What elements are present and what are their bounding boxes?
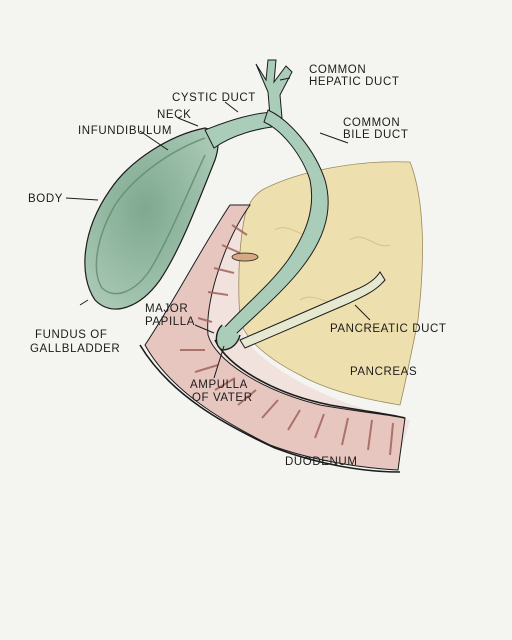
pancreas-texture	[274, 227, 396, 333]
duodenum-inner-wall	[214, 339, 406, 419]
label-duodenum: DUODENUM	[285, 456, 358, 468]
gallbladder-wall	[95, 137, 206, 295]
label-pancreas: PANCREAS	[350, 366, 417, 378]
label-neck: NECK	[157, 109, 191, 121]
label-major-papilla-2: PAPILLA	[145, 316, 195, 328]
label-infundibulum: INFUNDIBULUM	[78, 125, 172, 137]
pancreatic-duct	[239, 271, 386, 349]
label-ampulla-2: OF VATER	[192, 392, 253, 404]
major-papilla	[215, 324, 241, 351]
label-body: BODY	[28, 193, 63, 205]
label-fundus-1: FUNDUS OF	[35, 329, 107, 341]
label-common-hepatic-duct-1: COMMON	[309, 64, 366, 76]
label-cystic-duct: CYSTIC DUCT	[172, 92, 256, 104]
duodenum-folds	[180, 224, 394, 456]
label-common-hepatic-duct-2: HEPATIC DUCT	[309, 76, 399, 88]
label-ampulla-1: AMPULLA	[190, 379, 248, 391]
duodenum	[144, 204, 406, 471]
label-common-bile-duct-2: BILE DUCT	[343, 129, 408, 141]
gallbladder	[84, 127, 219, 310]
leader-lines	[65, 77, 371, 379]
duodenum-outer-wall	[139, 344, 401, 473]
label-major-papilla-1: MAJOR	[145, 303, 188, 315]
label-pancreatic-duct: PANCREATIC DUCT	[330, 323, 447, 335]
label-fundus-2: GALLBLADDER	[30, 343, 120, 355]
minor-papilla	[231, 252, 259, 262]
label-common-bile-duct-1: COMMON	[343, 117, 400, 129]
